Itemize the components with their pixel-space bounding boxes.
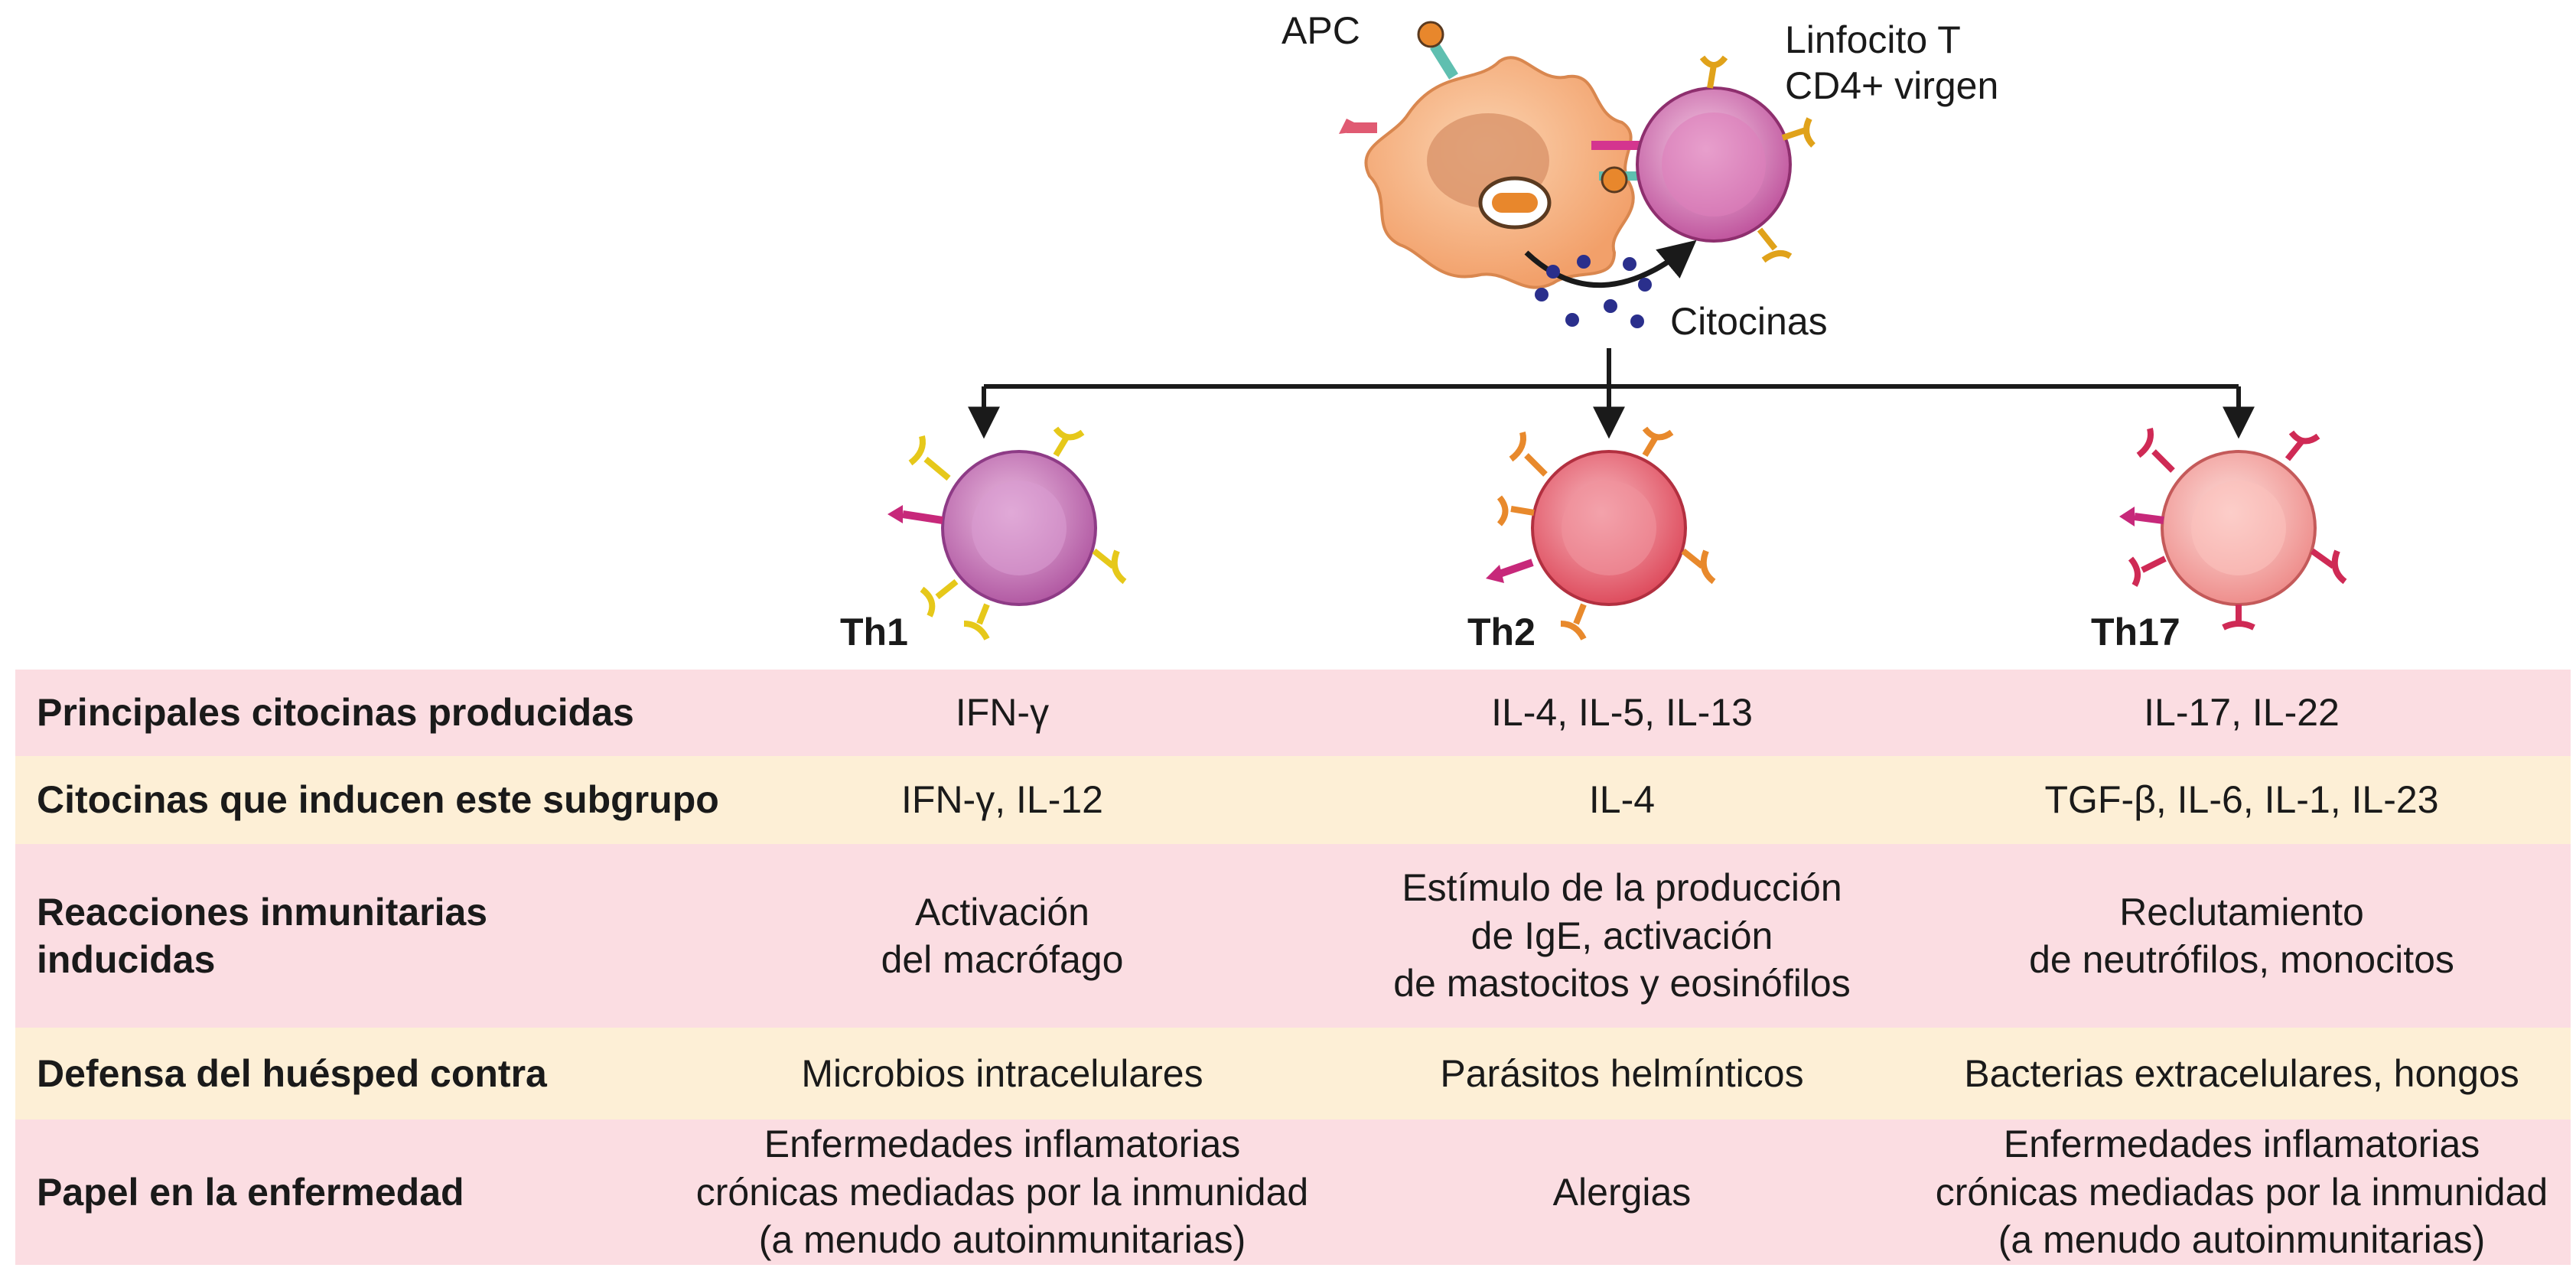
cell-th1: Microbios intracelulares xyxy=(801,1051,1203,1095)
row-header: Papel en la enfermedad xyxy=(37,1170,464,1214)
th1-cell xyxy=(887,426,1127,640)
cell-th2: IL-4 xyxy=(1588,778,1656,822)
cell-th1: Activación del macrófago xyxy=(881,890,1124,982)
cytokines-label: Citocinas xyxy=(1670,300,1828,343)
row-header: Citocinas que inducen este subgrupo xyxy=(37,778,719,822)
table-row: Reacciones inmunitarias inducidas Activa… xyxy=(15,844,2571,1028)
cell-th17: Reclutamiento de neutrófilos, monocitos xyxy=(2029,890,2454,982)
cell-th1: Enfermedades inflamatorias crónicas medi… xyxy=(695,1123,1309,1262)
cell-th17: TGF-β, IL-6, IL-1, IL-23 xyxy=(2044,778,2439,822)
th1-label: Th1 xyxy=(840,611,908,653)
th2-cell xyxy=(1486,426,1716,640)
cell-th2: Parásitos helmínticos xyxy=(1440,1051,1804,1095)
cell-th2: IL-4, IL-5, IL-13 xyxy=(1491,691,1753,735)
th2-label: Th2 xyxy=(1467,611,1536,653)
cell-th1: IFN-γ xyxy=(955,691,1050,735)
apc-label: APC xyxy=(1281,9,1360,52)
cell-th17: Bacterias extracelulares, hongos xyxy=(1964,1051,2519,1095)
branch-arrows xyxy=(968,348,2255,439)
cell-th17: IL-17, IL-22 xyxy=(2144,691,2340,735)
diagram-graphics xyxy=(887,21,2347,640)
cell-th17: Enfermedades inflamatorias crónicas medi… xyxy=(1935,1123,2548,1262)
table-row: Principales citocinas producidas IFN-γ I… xyxy=(15,670,2571,756)
cytokine-dots xyxy=(1535,255,1652,328)
table-row: Defensa del huésped contra Microbios int… xyxy=(15,1028,2571,1119)
row-header: Reacciones inmunitarias inducidas xyxy=(37,890,488,982)
th17-label: Th17 xyxy=(2091,611,2180,653)
table-row: Citocinas que inducen este subgrupo IFN-… xyxy=(15,756,2571,844)
naive-t-cell-label: Linfocito T CD4+ virgen xyxy=(1785,18,1999,107)
differentiation-diagram: APC Linfocito T CD4+ virgen Citocinas Th… xyxy=(840,9,2347,653)
table-row: Papel en la enfermedad Enfermedades infl… xyxy=(15,1119,2571,1265)
row-header: Principales citocinas producidas xyxy=(37,691,634,735)
naive-t-cell xyxy=(1636,55,1816,263)
cell-th2: Alergias xyxy=(1552,1170,1692,1214)
th17-cell xyxy=(2119,428,2347,631)
row-header: Defensa del huésped contra xyxy=(37,1051,547,1095)
cell-th2: Estímulo de la producción de IgE, activa… xyxy=(1393,866,1851,1005)
apc-cell xyxy=(1339,21,1645,289)
cytokine-arrow xyxy=(1524,240,1697,288)
cell-th1: IFN-γ, IL-12 xyxy=(901,778,1103,822)
